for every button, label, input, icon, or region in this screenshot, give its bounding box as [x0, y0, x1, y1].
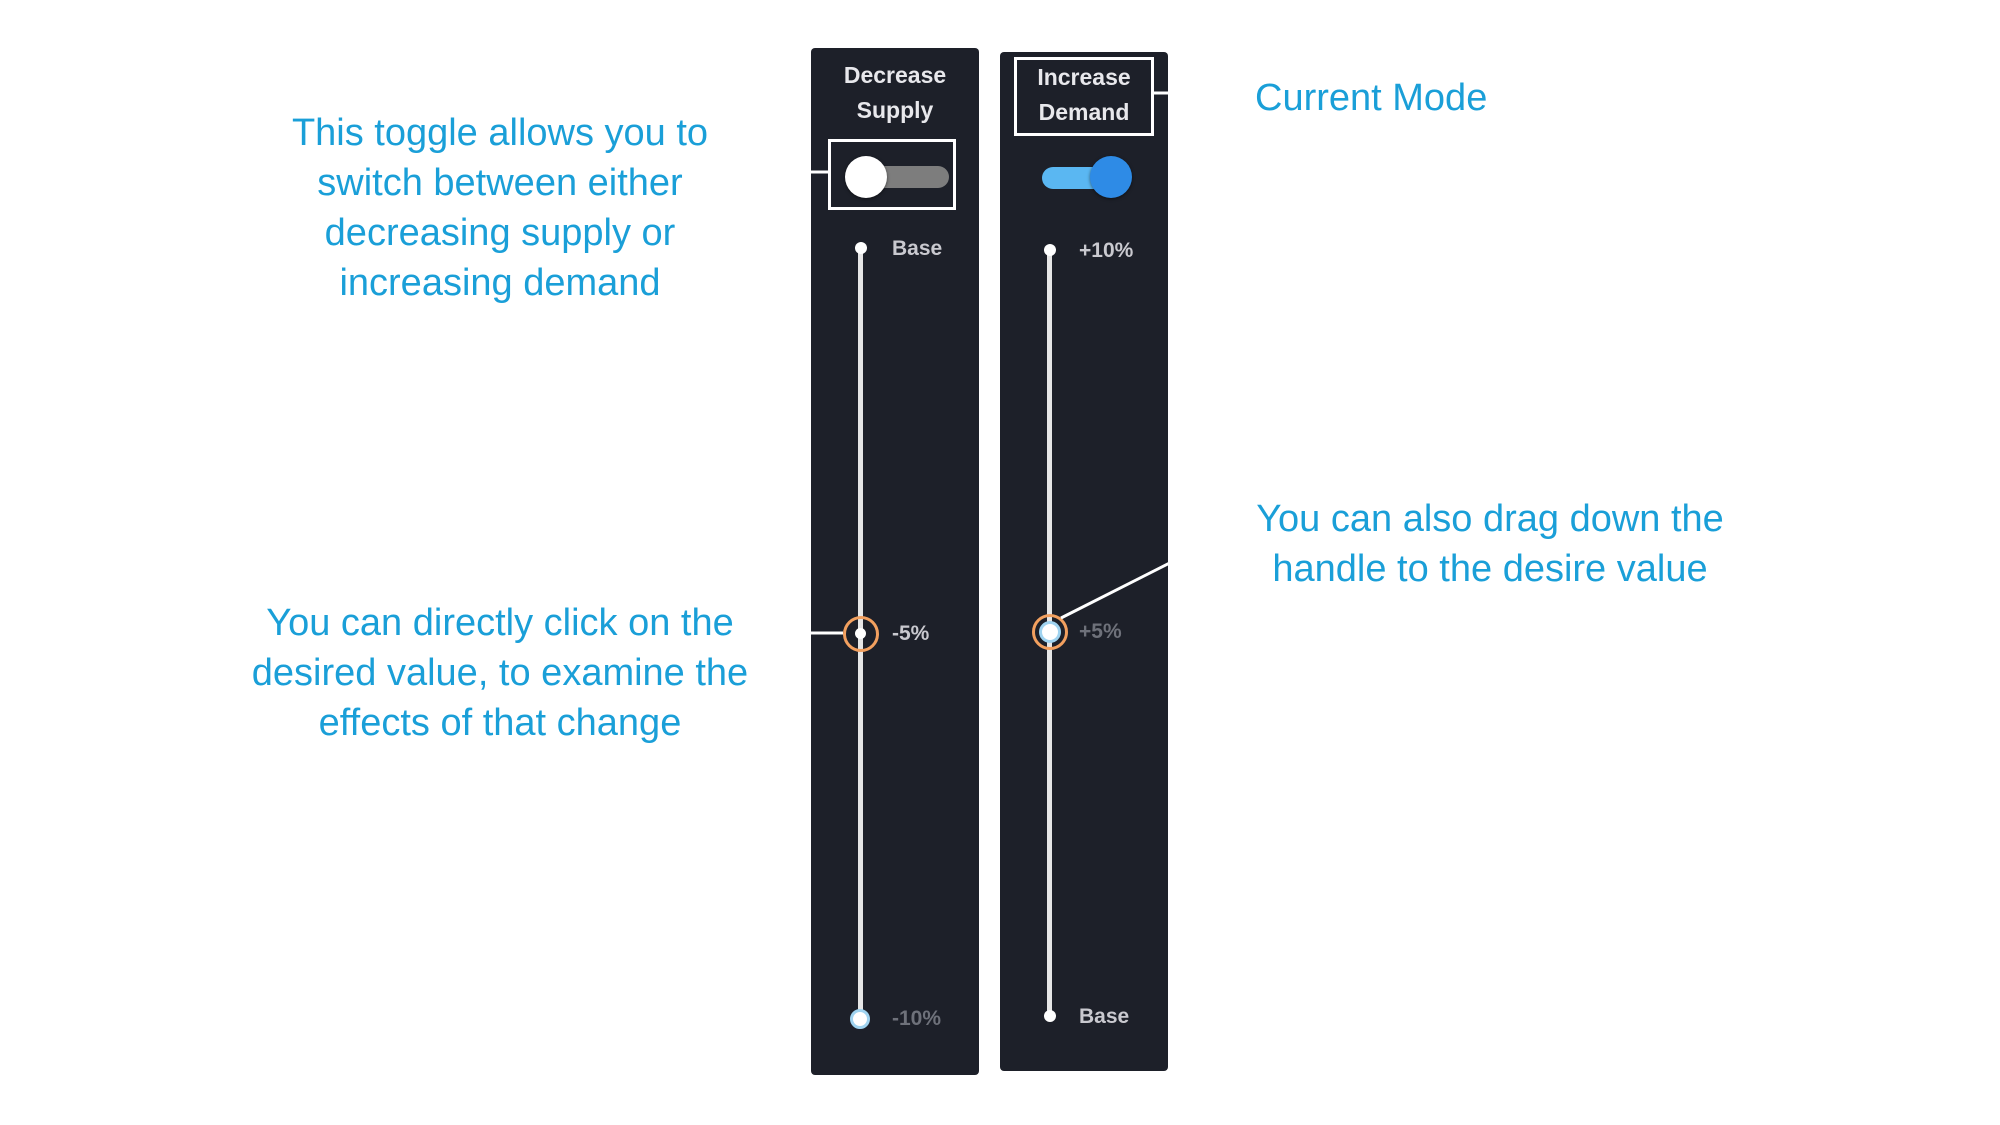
- supply-slider-handle[interactable]: [843, 616, 879, 652]
- drag-callout-arrow: [1060, 533, 1226, 620]
- supply-tick-minus5[interactable]: [855, 628, 866, 639]
- demand-label-plus5[interactable]: +5%: [1079, 620, 1122, 643]
- supply-label-minus5[interactable]: -5%: [892, 622, 930, 645]
- drag-arrow-head-icon: [1212, 533, 1228, 546]
- click-annotation: You can directly click on the desired va…: [251, 602, 749, 744]
- increase-demand-panel: Increase Demand +10% +5% Base: [1000, 52, 1168, 1071]
- supply-label-base[interactable]: Base: [892, 237, 943, 260]
- mode-toggle-track[interactable]: [873, 166, 949, 188]
- panel-title-line2: Supply: [856, 97, 934, 123]
- demand-tick-plus10[interactable]: [1044, 244, 1056, 256]
- toggle-highlight-box: [828, 139, 956, 210]
- demand-label-plus10[interactable]: +10%: [1079, 239, 1134, 262]
- drag-annotation: You can also drag down the handle to the…: [1256, 498, 1724, 590]
- panel-title-line2: Demand: [1038, 99, 1130, 125]
- panel-title-line1: Increase: [1037, 64, 1131, 90]
- supply-tick-minus10[interactable]: [850, 1009, 870, 1029]
- demand-handle-core[interactable]: [1039, 621, 1061, 643]
- demand-tick-base[interactable]: [1044, 1010, 1056, 1022]
- mode-toggle-knob[interactable]: [1090, 156, 1132, 198]
- current-mode-annotation: Current Mode: [1255, 77, 1488, 119]
- demand-label-base[interactable]: Base: [1079, 1005, 1130, 1028]
- mode-toggle-knob[interactable]: [845, 156, 887, 198]
- supply-tick-base[interactable]: [855, 242, 867, 254]
- toggle-annotation: This toggle allows you to switch between…: [291, 112, 709, 304]
- decrease-supply-panel: Decrease Supply Base -5% -10%: [811, 48, 979, 1075]
- supply-label-minus10[interactable]: -10%: [892, 1007, 942, 1030]
- panel-title-line1: Decrease: [843, 62, 947, 88]
- demand-slider-handle[interactable]: [1032, 614, 1068, 650]
- current-mode-highlight-box: [1014, 57, 1154, 136]
